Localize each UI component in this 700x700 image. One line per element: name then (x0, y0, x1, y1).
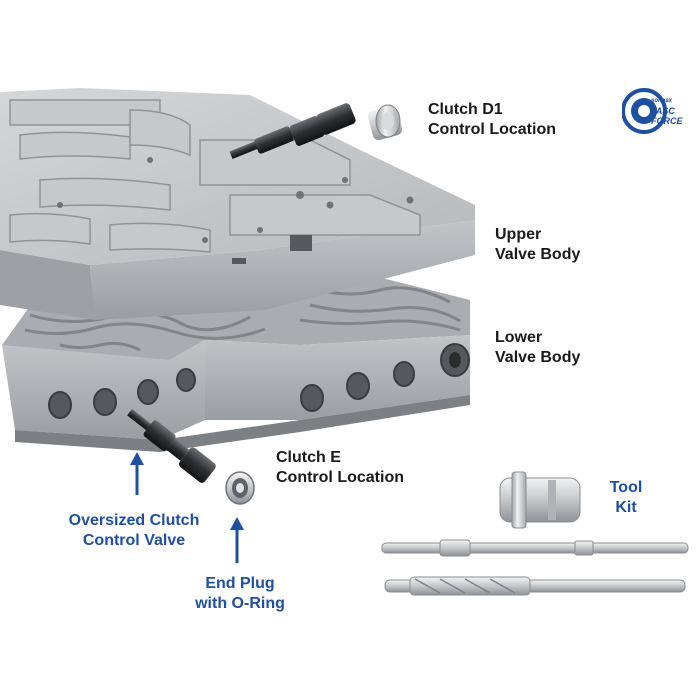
label-lower-line1: Lower (495, 329, 543, 346)
tool-kit-reamer (384, 576, 686, 596)
label-clutch-e-line2: Control Location (276, 469, 404, 486)
arrow-end-plug-icon (230, 517, 244, 563)
oversized-clutch-control-valve (127, 409, 216, 483)
label-tool-kit-line1: Tool (609, 479, 643, 496)
arrow-oversized-valve-icon (130, 452, 144, 495)
label-upper-valve-body: Upper Valve Body (495, 225, 580, 265)
label-upper-line2: Valve Body (495, 246, 581, 263)
label-end-plug-line2: with O-Ring (195, 595, 285, 612)
label-clutch-d1-line1: Clutch D1 (428, 101, 503, 118)
upper-valve-body (0, 88, 475, 320)
logo-brand-text: sonnax (651, 98, 673, 104)
label-tool-kit: Tool Kit (598, 478, 654, 518)
tool-kit-sleeve (499, 471, 581, 529)
label-clutch-e: Clutch E Control Location (276, 448, 404, 488)
label-clutch-d1-line2: Control Location (428, 121, 556, 138)
tool-kit-rod-upper (381, 539, 689, 557)
clutch-d1-end-plug (367, 104, 403, 141)
label-clutch-e-line1: Clutch E (276, 449, 341, 466)
label-oversized-clutch-control-valve: Oversized Clutch Control Valve (58, 511, 210, 551)
logo-line2-text: FORCE (651, 116, 683, 126)
end-plug-o-ring (225, 471, 255, 505)
label-lower-valve-body: Lower Valve Body (495, 328, 580, 368)
label-end-plug-line1: End Plug (205, 575, 275, 592)
logo-line1-text: TASC (651, 106, 675, 116)
sonnax-tasc-force-logo (622, 88, 667, 134)
label-end-plug-o-ring: End Plug with O-Ring (180, 574, 300, 614)
label-tool-kit-line2: Kit (615, 499, 637, 516)
label-oversized-line2: Control Valve (82, 532, 186, 549)
label-lower-line2: Valve Body (495, 349, 581, 366)
clutch-d1-valve (229, 103, 356, 159)
logo-text: sonnax TASC FORCE (651, 96, 683, 126)
label-clutch-d1: Clutch D1 Control Location (428, 100, 556, 140)
label-oversized-line1: Oversized Clutch (68, 512, 200, 529)
label-upper-line1: Upper (495, 226, 542, 243)
